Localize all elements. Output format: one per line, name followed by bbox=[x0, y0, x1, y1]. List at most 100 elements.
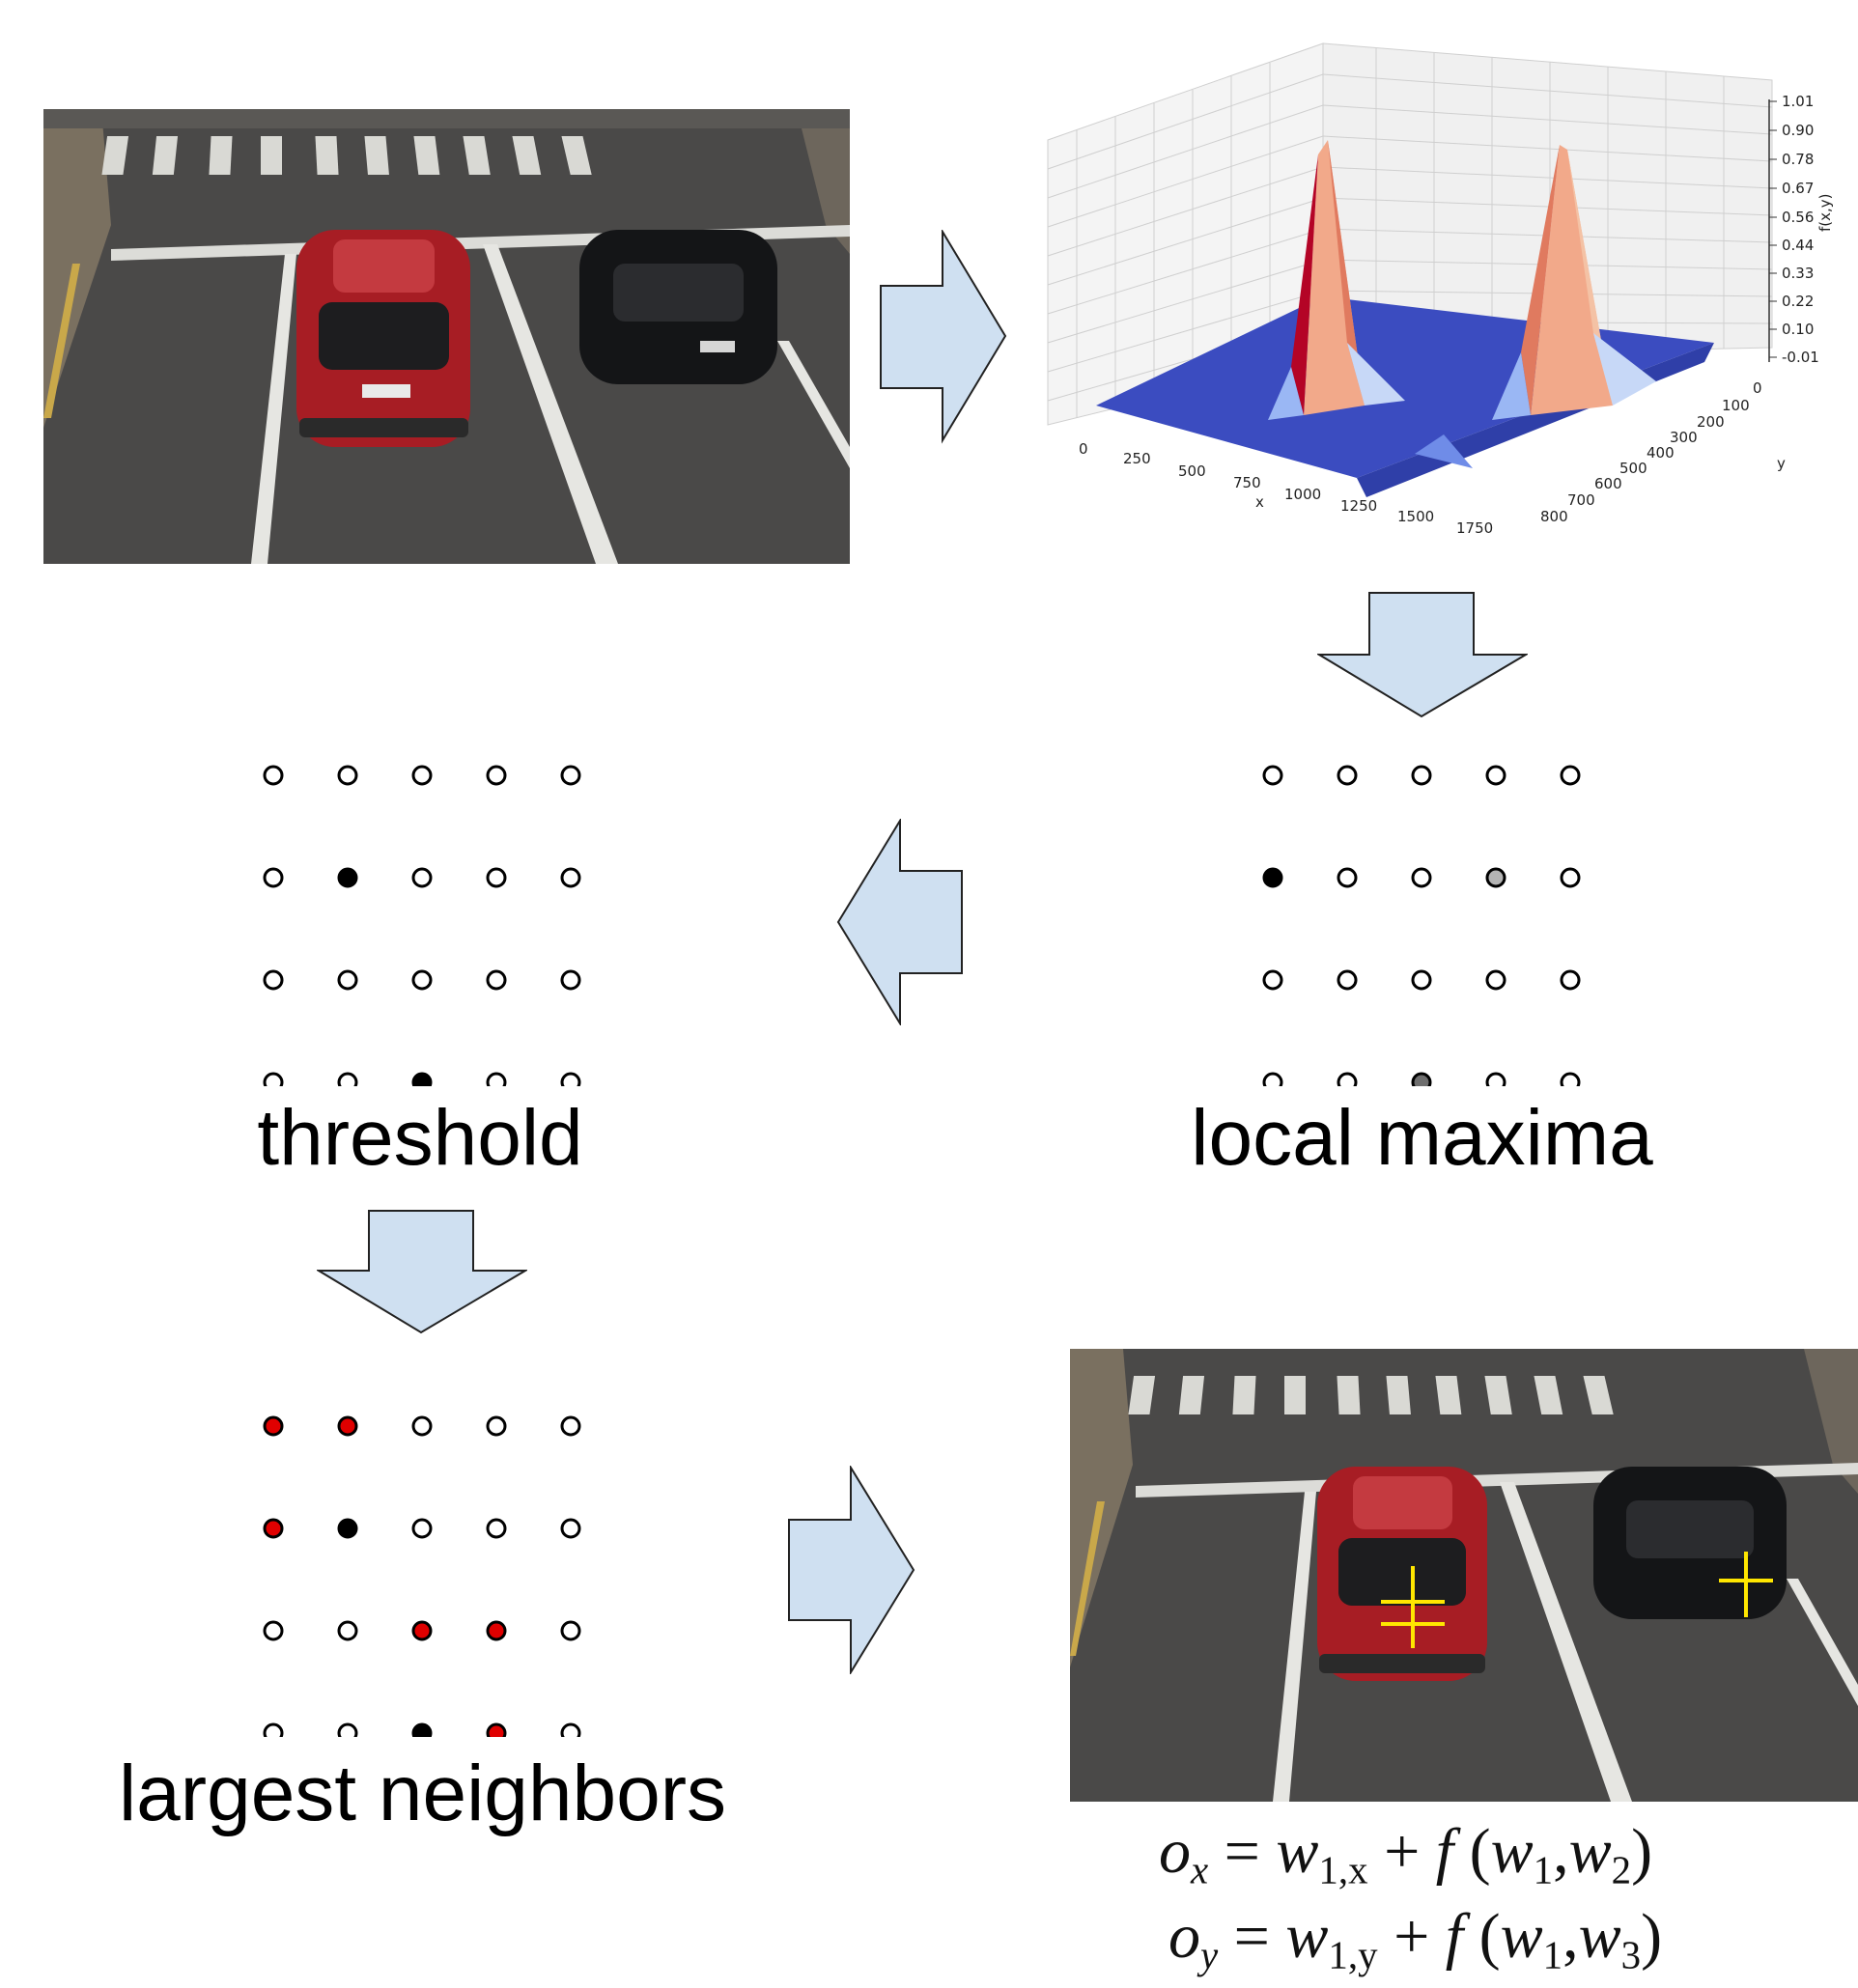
grid-dot-black bbox=[411, 1072, 433, 1086]
grid-dot-empty bbox=[337, 1722, 358, 1737]
z-tick: 0.10 bbox=[1782, 321, 1814, 338]
grid-dot-empty bbox=[1485, 1072, 1506, 1086]
arrow-down-left bbox=[317, 1210, 527, 1334]
x-tick: 1500 bbox=[1397, 508, 1434, 525]
surface-plot: 1.01 0.90 0.78 0.67 0.56 0.44 0.33 0.22 … bbox=[1038, 24, 1854, 550]
grid-dot-empty bbox=[263, 969, 284, 991]
x-tick: 0 bbox=[1079, 440, 1088, 458]
grid-dot-empty bbox=[1337, 1072, 1358, 1086]
grid-dot-black bbox=[1262, 867, 1283, 888]
y-tick: 400 bbox=[1647, 444, 1675, 462]
formula-x-b-sub: 2 bbox=[1611, 1848, 1632, 1892]
grid-dot-lightgray bbox=[1485, 867, 1506, 888]
grid-dot-empty bbox=[560, 1415, 581, 1437]
z-tick: 0.56 bbox=[1782, 209, 1814, 226]
z-axis-label: f(x,y) bbox=[1816, 193, 1834, 232]
grid-dot-empty bbox=[411, 1518, 433, 1539]
formula-x-plus: + bbox=[1384, 1816, 1421, 1887]
grid-dot-empty bbox=[263, 1722, 284, 1737]
grid-dot-empty bbox=[486, 1072, 507, 1086]
arrow-left-middle bbox=[836, 819, 963, 1025]
grid-dot-empty bbox=[411, 867, 433, 888]
grid-dot-empty bbox=[1560, 1072, 1581, 1086]
grid-dot-empty bbox=[1411, 765, 1432, 786]
centroid-marker-red-car bbox=[1381, 1566, 1445, 1648]
z-tick: 0.22 bbox=[1782, 293, 1814, 310]
formula-y-rparen: ) bbox=[1641, 1901, 1663, 1972]
grid-dot-black bbox=[337, 1518, 358, 1539]
formula-x-rparen: ) bbox=[1631, 1816, 1653, 1887]
grid-dot-empty bbox=[486, 1518, 507, 1539]
local-maxima-grid bbox=[1255, 748, 1584, 1086]
x-tick: 750 bbox=[1233, 474, 1261, 491]
centroid-marker-black-car bbox=[1719, 1552, 1773, 1617]
traffic-photo-output bbox=[1070, 1349, 1858, 1802]
formula-y-a: w bbox=[1500, 1901, 1543, 1972]
grid-dot-empty bbox=[263, 765, 284, 786]
formula-y-comma: , bbox=[1562, 1901, 1579, 1972]
y-tick: 500 bbox=[1619, 460, 1647, 477]
largest-neighbors-grid bbox=[256, 1399, 584, 1737]
grid-dot-red bbox=[486, 1620, 507, 1641]
grid-dot-empty bbox=[411, 1415, 433, 1437]
grid-dot-empty bbox=[1485, 969, 1506, 991]
grid-dot-empty bbox=[1560, 969, 1581, 991]
formula-x-a-sub: 1 bbox=[1533, 1848, 1554, 1892]
formula-y-w-sub: 1,y bbox=[1328, 1933, 1378, 1977]
grid-dot-empty bbox=[560, 1722, 581, 1737]
z-tick: 0.44 bbox=[1782, 237, 1814, 254]
grid-dot-empty bbox=[1262, 969, 1283, 991]
grid-dot-empty bbox=[411, 765, 433, 786]
grid-dot-empty bbox=[560, 1518, 581, 1539]
grid-dot-empty bbox=[337, 969, 358, 991]
y-tick: 600 bbox=[1594, 475, 1622, 492]
formula-x-eq: = bbox=[1224, 1816, 1260, 1887]
arrow-down-right bbox=[1317, 592, 1528, 718]
threshold-grid bbox=[256, 748, 584, 1086]
y-tick: 0 bbox=[1753, 379, 1762, 397]
offset-formula-y: oy = w1,y + f (w1,w3) bbox=[1168, 1900, 1662, 1977]
grid-dot-empty bbox=[263, 1620, 284, 1641]
arrow-right-top bbox=[880, 230, 1007, 444]
grid-dot-empty bbox=[486, 765, 507, 786]
grid-dot-black bbox=[411, 1722, 433, 1737]
grid-dot-empty bbox=[263, 867, 284, 888]
grid-dot-red bbox=[263, 1518, 284, 1539]
grid-dot-empty bbox=[560, 1072, 581, 1086]
grid-dot-empty bbox=[1560, 867, 1581, 888]
grid-dot-empty bbox=[337, 1072, 358, 1086]
grid-dot-empty bbox=[486, 1415, 507, 1437]
grid-dot-empty bbox=[560, 765, 581, 786]
formula-x-o: o bbox=[1159, 1816, 1191, 1887]
formula-y-a-sub: 1 bbox=[1542, 1933, 1563, 1977]
grid-dot-empty bbox=[1337, 765, 1358, 786]
z-axis-ticks: 1.01 0.90 0.78 0.67 0.56 0.44 0.33 0.22 … bbox=[1769, 93, 1819, 366]
arrow-right-bottom bbox=[788, 1466, 915, 1674]
grid-dot-empty bbox=[486, 969, 507, 991]
formula-y-eq: = bbox=[1233, 1901, 1270, 1972]
y-axis-ticks: 0 100 200 300 400 500 600 700 800 bbox=[1540, 379, 1762, 525]
grid-dot-empty bbox=[560, 969, 581, 991]
offset-formula-x: ox = w1,x + f (w1,w2) bbox=[1159, 1815, 1652, 1892]
caption-local-maxima: local maxima bbox=[1191, 1094, 1653, 1182]
formula-x-o-sub: x bbox=[1191, 1848, 1209, 1892]
x-axis-ticks: 0 250 500 750 1000 1250 1500 1750 bbox=[1079, 440, 1493, 537]
caption-largest-neighbors: largest neighbors bbox=[118, 1750, 727, 1837]
z-tick: 1.01 bbox=[1782, 93, 1814, 110]
grid-dot-black bbox=[337, 867, 358, 888]
grid-dot-empty bbox=[560, 867, 581, 888]
grid-dot-empty bbox=[1337, 867, 1358, 888]
x-tick: 1750 bbox=[1456, 519, 1493, 537]
grid-dot-empty bbox=[486, 867, 507, 888]
y-tick: 100 bbox=[1722, 397, 1750, 414]
traffic-photo-input bbox=[43, 109, 850, 564]
x-tick: 1000 bbox=[1284, 486, 1321, 503]
grid-dot-red bbox=[263, 1415, 284, 1437]
z-tick: 0.67 bbox=[1782, 180, 1814, 197]
formula-x-a: w bbox=[1490, 1816, 1534, 1887]
grid-dot-red bbox=[411, 1620, 433, 1641]
grid-dot-empty bbox=[1411, 969, 1432, 991]
grid-dot-empty bbox=[1560, 765, 1581, 786]
grid-dot-empty bbox=[560, 1620, 581, 1641]
z-tick: 0.90 bbox=[1782, 122, 1814, 139]
